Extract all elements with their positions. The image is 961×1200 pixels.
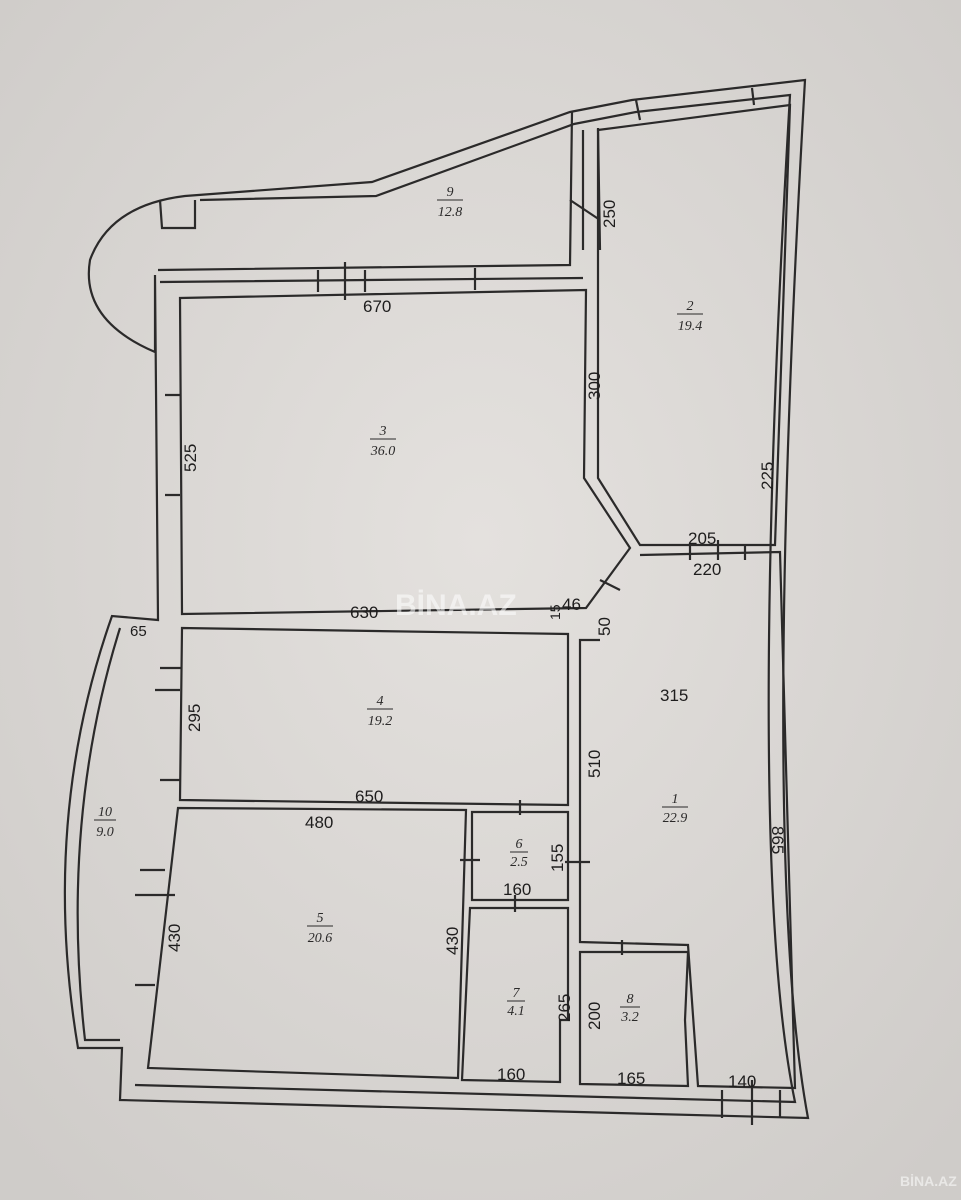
dimension-label: 510 bbox=[585, 750, 604, 778]
dimension-label: 295 bbox=[185, 704, 204, 732]
room-area: 4.1 bbox=[507, 1004, 525, 1019]
dimension-label: 160 bbox=[503, 880, 531, 899]
room-area: 3.2 bbox=[620, 1010, 639, 1025]
room-number: 4 bbox=[377, 694, 384, 709]
room-10-label: 109.0 bbox=[94, 805, 116, 840]
room-number: 5 bbox=[317, 911, 324, 926]
dimension-label: 200 bbox=[585, 1002, 604, 1030]
dimension-label: 155 bbox=[548, 844, 567, 872]
room-number: 3 bbox=[379, 424, 387, 439]
dimension-label: 630 bbox=[350, 603, 378, 622]
walls bbox=[63, 78, 810, 1125]
room-area: 20.6 bbox=[308, 931, 333, 946]
room-number: 8 bbox=[627, 992, 634, 1007]
room-area: 19.4 bbox=[678, 319, 703, 334]
dimension-label: 165 bbox=[617, 1069, 645, 1088]
room-1-label: 122.9 bbox=[662, 792, 688, 826]
room-area: 12.8 bbox=[438, 205, 463, 220]
dimension-label: 15 bbox=[547, 604, 563, 620]
dimension-label: 480 bbox=[305, 813, 333, 832]
dimension-label: 865 bbox=[768, 826, 787, 854]
dimension-labels: 250 670 300 525 225 205 220 630 15 46 50… bbox=[130, 200, 787, 1091]
room-9-label: 912.8 bbox=[437, 185, 463, 220]
room-area: 36.0 bbox=[370, 444, 396, 459]
dimension-label: 50 bbox=[595, 617, 614, 636]
dimension-label: 430 bbox=[165, 924, 184, 952]
dimension-label: 315 bbox=[660, 686, 688, 705]
room-area: 19.2 bbox=[368, 714, 393, 729]
room-area: 22.9 bbox=[663, 811, 688, 826]
watermark-corner: BİNA.AZ bbox=[900, 1173, 957, 1189]
dimension-label: 46 bbox=[562, 595, 581, 614]
room-number: 7 bbox=[513, 986, 521, 1001]
room-5-label: 520.6 bbox=[307, 911, 333, 946]
dimension-label: 225 bbox=[758, 462, 777, 490]
room-3-label: 336.0 bbox=[370, 424, 396, 459]
room-area: 9.0 bbox=[96, 825, 114, 840]
dimension-label: 220 bbox=[693, 560, 721, 579]
room-2-label: 219.4 bbox=[677, 299, 703, 334]
room-number: 1 bbox=[672, 792, 679, 807]
watermark-center: BİNA.AZ bbox=[395, 589, 517, 622]
dimension-label: 160 bbox=[497, 1065, 525, 1084]
room-7-label: 74.1 bbox=[507, 986, 525, 1019]
dimension-label: 250 bbox=[600, 200, 619, 228]
room-labels: 122.9 219.4 336.0 419.2 520.6 62.5 74.1 … bbox=[94, 185, 703, 1025]
room-8-label: 83.2 bbox=[620, 992, 640, 1025]
room-area: 2.5 bbox=[510, 855, 528, 870]
dimension-label: 205 bbox=[688, 529, 716, 548]
room-number: 9 bbox=[447, 185, 454, 200]
room-4-label: 419.2 bbox=[367, 694, 393, 729]
dimension-label: 525 bbox=[181, 444, 200, 472]
dimension-label: 430 bbox=[443, 927, 462, 955]
dimension-label: 265 bbox=[555, 994, 574, 1022]
dimension-label: 650 bbox=[355, 787, 383, 806]
dimension-label: 140 bbox=[728, 1072, 756, 1091]
dimension-label: 670 bbox=[363, 297, 391, 316]
room-number: 6 bbox=[516, 837, 523, 852]
dimension-label: 300 bbox=[585, 372, 604, 400]
room-number: 10 bbox=[98, 805, 112, 820]
dimension-label: 65 bbox=[130, 623, 147, 640]
room-number: 2 bbox=[687, 299, 694, 314]
room-6-label: 62.5 bbox=[510, 837, 528, 870]
